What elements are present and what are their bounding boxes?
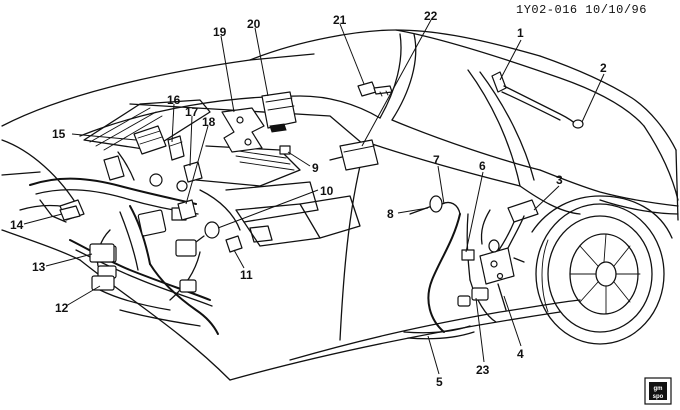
dashboard-region xyxy=(83,99,371,247)
part-1-roof-component xyxy=(491,71,584,129)
part-14-connector xyxy=(59,205,81,221)
callout-10: 10 xyxy=(320,184,334,198)
callout-12: 12 xyxy=(55,301,69,315)
callout-19: 19 xyxy=(213,25,227,39)
callout-15: 15 xyxy=(52,127,66,141)
callout-9: 9 xyxy=(312,161,319,175)
rear-wheel xyxy=(535,203,665,345)
leader-lines xyxy=(23,19,605,375)
callout-13: 13 xyxy=(32,260,46,274)
callout-6: 6 xyxy=(479,159,486,173)
part-12-connector xyxy=(91,275,115,291)
callout-1: 1 xyxy=(517,26,524,40)
logo-text-top: gm xyxy=(654,386,663,392)
part-19-bracket xyxy=(221,107,265,153)
part-20-module xyxy=(261,91,297,133)
callout-23: 23 xyxy=(476,363,490,377)
callout-2: 2 xyxy=(600,61,607,75)
callout-labels: 1 2 3 4 5 6 7 8 9 10 11 12 13 14 15 16 1… xyxy=(10,9,607,389)
part-15-connector xyxy=(117,125,167,181)
callout-11: 11 xyxy=(240,268,253,282)
part-22-module xyxy=(339,139,379,171)
document-id: 1Y02-016 10/10/96 xyxy=(516,3,647,17)
door-components xyxy=(403,195,539,340)
callout-4: 4 xyxy=(517,347,524,361)
main-wiring-harness xyxy=(19,155,219,335)
part-10-connector xyxy=(195,221,220,243)
part-18-connector xyxy=(177,199,197,221)
callout-21: 21 xyxy=(333,13,347,27)
part-21-key xyxy=(357,81,393,97)
callout-5: 5 xyxy=(436,375,443,389)
callout-14: 14 xyxy=(10,218,24,232)
logo-text-bottom: spo xyxy=(653,394,664,400)
callout-16: 16 xyxy=(167,93,181,107)
callout-18: 18 xyxy=(202,115,216,129)
part-17-relay xyxy=(183,161,203,183)
callout-17: 17 xyxy=(185,105,199,119)
part-13-block xyxy=(89,243,115,263)
gm-spo-logo: gm spo xyxy=(644,377,672,405)
part-11-switch xyxy=(225,235,243,253)
callout-20: 20 xyxy=(247,17,261,31)
part-9-clip xyxy=(279,145,291,155)
callout-8: 8 xyxy=(387,207,394,221)
callout-22: 22 xyxy=(424,9,438,23)
part-16-module xyxy=(167,135,185,161)
callout-3: 3 xyxy=(556,173,563,187)
callout-7: 7 xyxy=(433,153,440,167)
car-body-outline xyxy=(1,29,679,381)
